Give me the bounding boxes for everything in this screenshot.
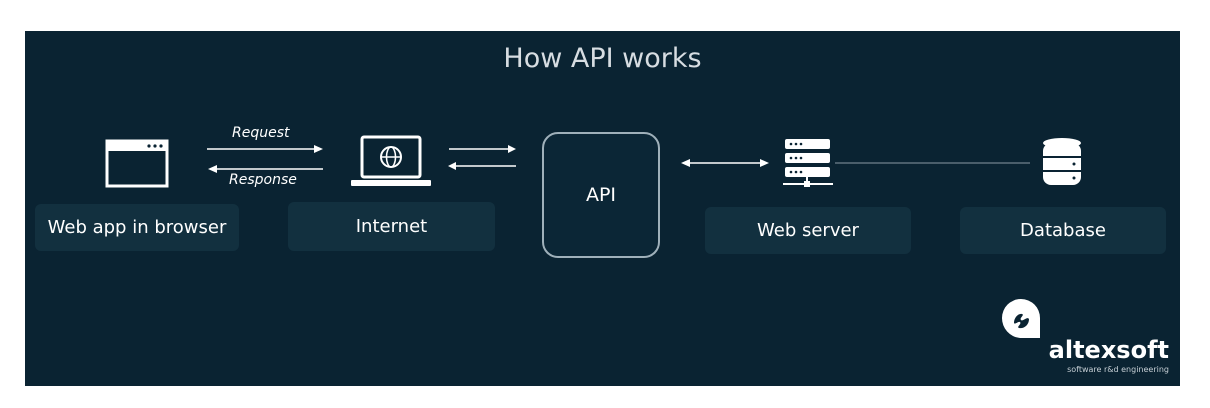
internet-to-api-arrow <box>449 145 516 153</box>
diagram-title: How API works <box>503 43 702 74</box>
response-label: Response <box>229 172 297 188</box>
api-node: API <box>542 132 660 258</box>
request-label: Request <box>232 125 290 141</box>
diagram-graphics <box>105 135 1081 188</box>
database-icon <box>1043 138 1081 185</box>
internet-node: Internet <box>288 202 495 251</box>
api-to-internet-arrow <box>448 162 516 170</box>
web-server-node: Web server <box>705 207 911 254</box>
altexsoft-logo-tagline: software r&d engineering <box>1067 365 1169 374</box>
response-arrow <box>208 165 323 173</box>
request-arrow <box>207 145 323 153</box>
altexsoft-logo: altexsoft software r&d engineering <box>995 296 1175 376</box>
server-rack-icon <box>783 139 833 187</box>
browser-window-icon <box>105 139 169 188</box>
api-node-label: API <box>585 184 617 206</box>
web-server-node-label: Web server <box>757 220 859 241</box>
internet-node-label: Internet <box>355 216 428 237</box>
altexsoft-logo-name: altexsoft <box>1048 336 1169 364</box>
laptop-globe-icon <box>351 135 431 186</box>
database-node-label: Database <box>1020 220 1106 241</box>
browser-node: Web app in browser <box>35 204 239 251</box>
diagram-panel: How API works <box>25 31 1180 386</box>
altexsoft-logo-icon <box>1001 298 1040 338</box>
api-webserver-arrow <box>681 159 769 167</box>
browser-node-label: Web app in browser <box>47 217 227 238</box>
database-node: Database <box>960 207 1166 254</box>
